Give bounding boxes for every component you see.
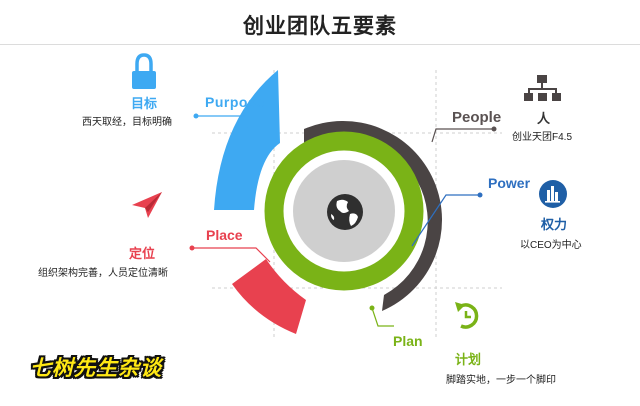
purpose-segment bbox=[214, 70, 280, 210]
globe-icon bbox=[327, 194, 363, 230]
people-label: People bbox=[452, 109, 502, 126]
place-label: Place bbox=[206, 227, 243, 243]
purpose-cn-heading: 目标 bbox=[131, 96, 158, 111]
people-description: 创业天团F4.5 bbox=[512, 132, 573, 143]
building-icon bbox=[539, 180, 567, 208]
title-divider bbox=[0, 44, 640, 45]
leader-dots bbox=[189, 113, 497, 311]
plan-label: Plan bbox=[393, 333, 423, 349]
leader-lines bbox=[192, 115, 494, 327]
plan-description: 脚踏实地，一步一个脚印 bbox=[446, 375, 556, 386]
place-cn-heading: 定位 bbox=[129, 246, 156, 261]
plan-ring bbox=[264, 131, 424, 291]
purpose-label: Purpose bbox=[205, 94, 265, 110]
plan-cn-heading: 计划 bbox=[455, 352, 482, 367]
watermark: 七树先生杂谈 bbox=[30, 357, 162, 380]
power-cn-heading: 权力 bbox=[541, 217, 568, 232]
lock-icon bbox=[132, 53, 156, 89]
place-description: 组织架构完善，人员定位清晰 bbox=[38, 268, 168, 279]
org-chart-icon bbox=[524, 75, 561, 101]
page-title: 创业团队五要素 bbox=[243, 15, 397, 38]
place-segment bbox=[232, 259, 306, 334]
paper-plane-icon bbox=[132, 192, 162, 218]
purpose-description: 西天取经，目标明确 bbox=[82, 117, 172, 128]
clock-icon bbox=[455, 302, 479, 329]
power-description: 以CEO为中心 bbox=[520, 240, 582, 251]
power-label: Power bbox=[488, 175, 531, 191]
people-cn-heading: 人 bbox=[537, 111, 551, 126]
